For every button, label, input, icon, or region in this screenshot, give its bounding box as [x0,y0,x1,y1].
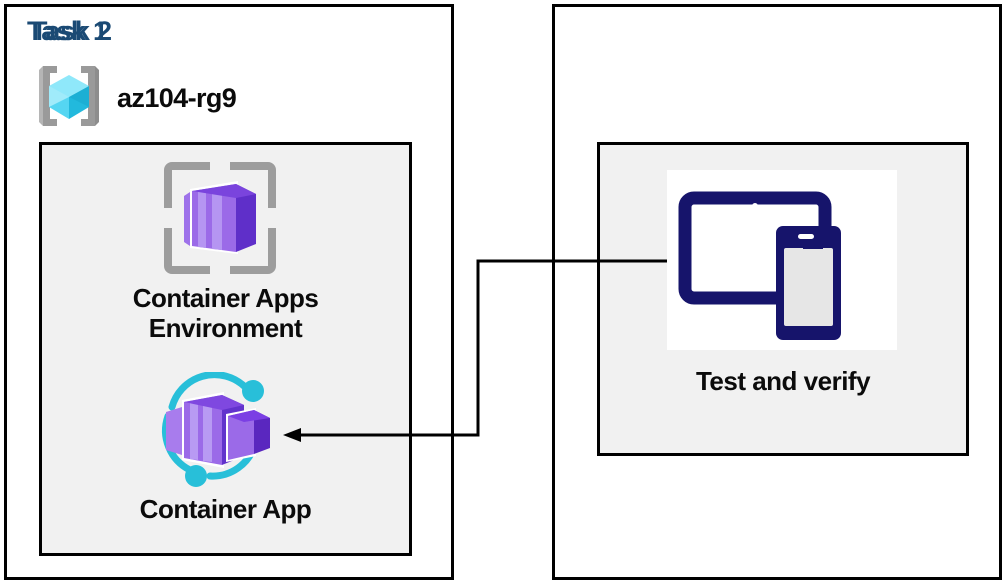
test-and-verify-devices-icon [667,170,897,355]
resource-group-header: az104-rg9 [33,60,237,137]
resource-group-name: az104-rg9 [117,83,237,113]
container-app-label: Container App [139,494,312,524]
container-app-icon [152,371,287,492]
container-apps-environment-label: Container Apps Environment [132,283,319,344]
task-2-title: Task 2 [31,16,112,46]
resource-group-icon [33,60,105,137]
test-and-verify-label: Test and verify [695,366,871,396]
task-1-title: Task 1 [27,16,108,46]
container-apps-environment-icon [160,158,280,283]
